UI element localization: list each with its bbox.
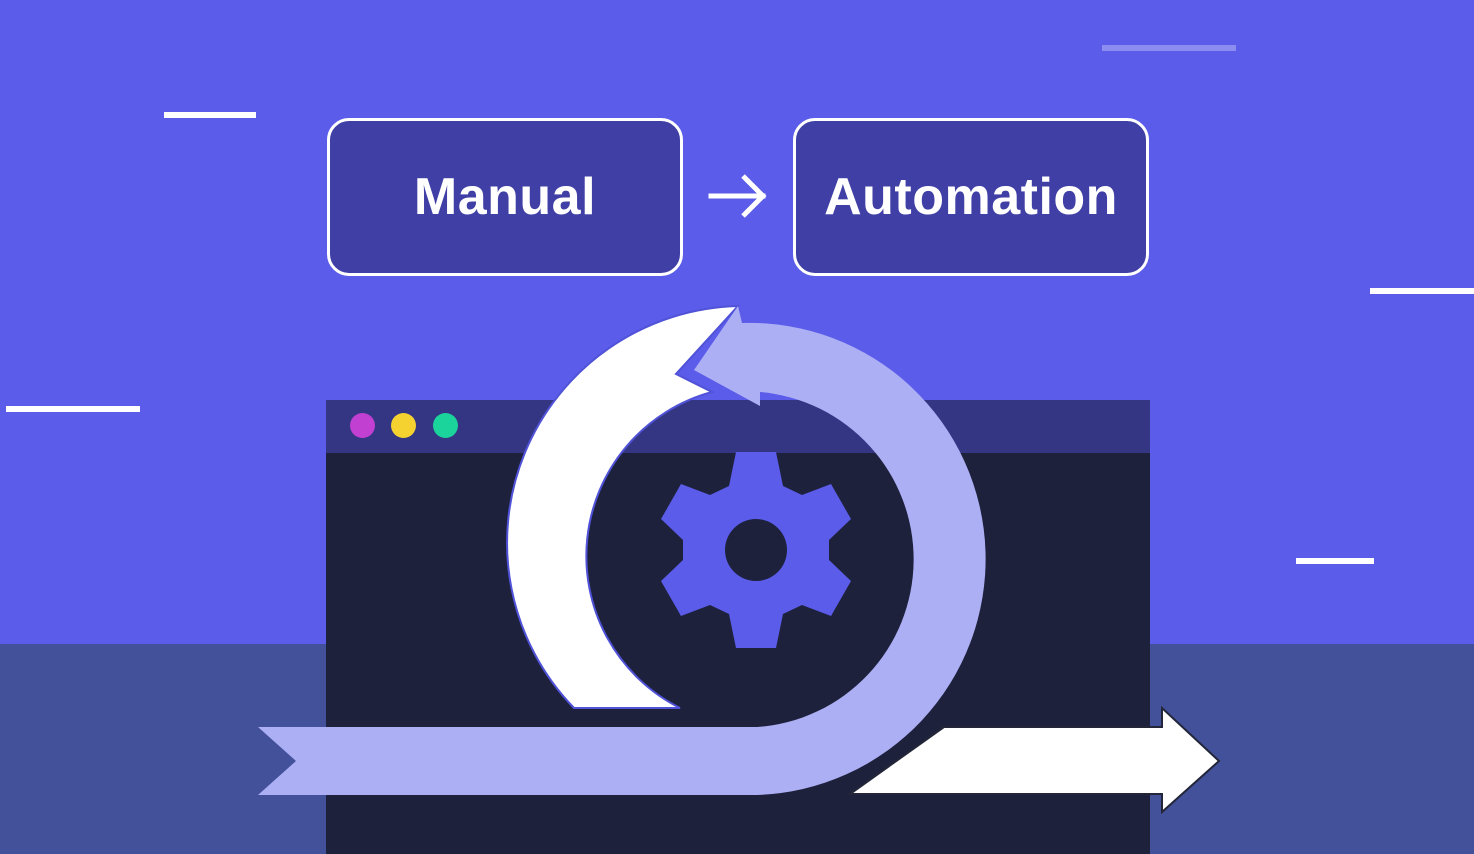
window-dot-yellow xyxy=(391,413,416,438)
automation-box: Automation xyxy=(793,118,1149,276)
decorative-dash xyxy=(1296,558,1374,564)
white-exit-arrow-icon xyxy=(846,705,1221,815)
manual-box: Manual xyxy=(327,118,683,276)
window-dot-magenta xyxy=(350,413,375,438)
arrow-right-icon xyxy=(708,174,767,218)
window-titlebar xyxy=(326,400,1150,453)
manual-label: Manual xyxy=(413,168,597,226)
gear-icon xyxy=(661,452,851,648)
automation-label: Automation xyxy=(824,168,1118,226)
lavender-cycle-arrow-icon xyxy=(258,306,986,795)
decorative-dash xyxy=(6,406,140,412)
white-cycle-arrow-icon xyxy=(506,304,741,709)
decorative-dash xyxy=(1102,45,1236,51)
decorative-dash xyxy=(164,112,256,118)
window-dot-green xyxy=(433,413,458,438)
decorative-dash xyxy=(1370,288,1474,294)
